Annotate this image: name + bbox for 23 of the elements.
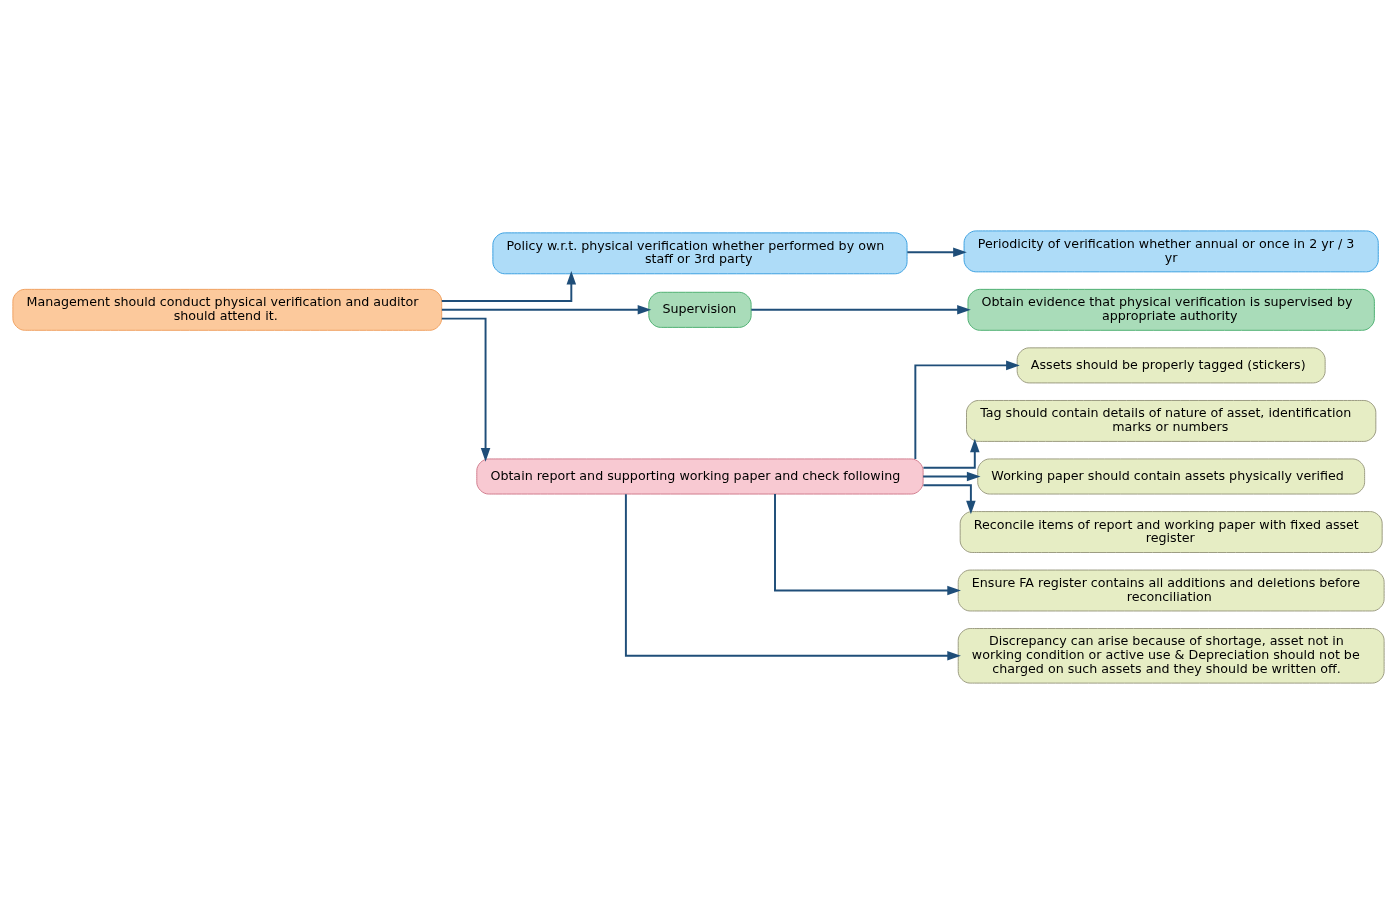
arrow <box>774 493 961 596</box>
arrow <box>922 438 980 469</box>
arrow <box>750 305 971 315</box>
node-box: Discrepancy can arise because of shortage, asset not in working condition or active use & Depreciation should not be charged on such assets and they should be written off. <box>957 628 1385 684</box>
node-box: Policy w.r.t. physical verification whether performed by own staff or 3rd party <box>492 232 908 275</box>
node-box: Obtain evidence that physical verification is supervised by appropriate authority <box>967 288 1375 331</box>
node-box: Supervision <box>648 291 752 328</box>
node-box: Ensure FA register contains all additions and deletions before reconciliation <box>957 569 1385 612</box>
arrow <box>922 471 981 482</box>
node-box: Working paper should contain assets physically verified <box>977 458 1366 495</box>
arrow <box>906 247 967 258</box>
node-box: Tag should contain details of nature of asset, identification marks or numbers <box>966 400 1377 442</box>
node-box: Periodicity of verification whether annual or once in 2 yr / 3 yr <box>963 230 1379 273</box>
arrow <box>440 305 652 315</box>
arrow <box>440 270 577 303</box>
node-box: Assets should be properly tagged (stickers) <box>1016 347 1326 384</box>
arrow <box>440 317 491 462</box>
arrow <box>914 360 1020 460</box>
node-box: Obtain report and supporting working paper and check following <box>476 458 924 495</box>
arrow <box>922 484 976 515</box>
node-box: Reconcile items of report and working paper with fixed asset register <box>959 511 1383 553</box>
arrow <box>624 493 961 661</box>
node-box: Management should conduct physical verification and auditor should attend it. <box>12 288 443 331</box>
